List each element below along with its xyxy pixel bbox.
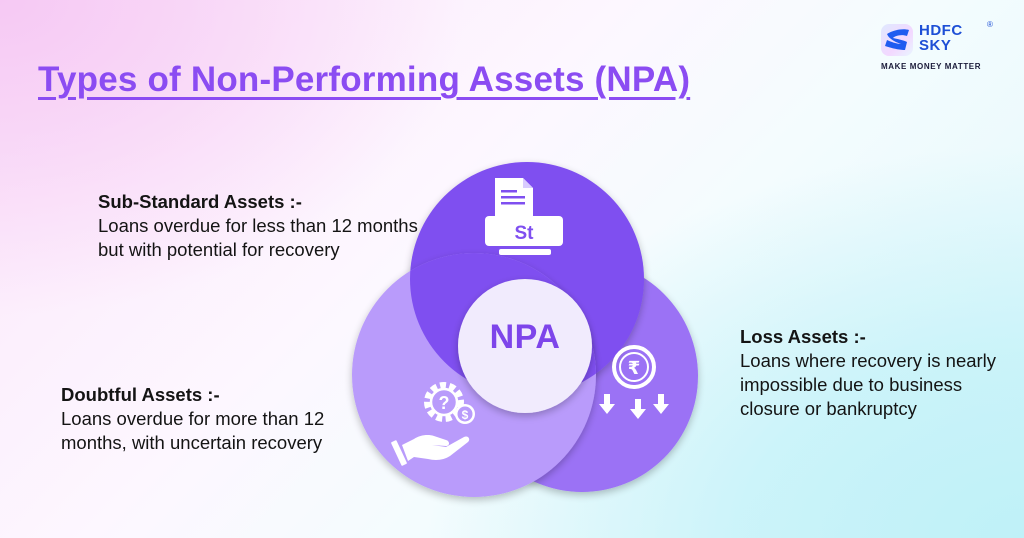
brand-tagline: MAKE MONEY MATTER bbox=[881, 62, 982, 71]
npa-center-label: NPA bbox=[489, 318, 561, 356]
hdfc-sky-logo: HDFC SKY ® MAKE MONEY MATTER bbox=[881, 20, 1011, 77]
doubtful-assets-circle bbox=[352, 253, 596, 497]
loss-assets-circle bbox=[466, 260, 698, 492]
gear-question-dollar-hand-icon: ? $ bbox=[391, 382, 475, 466]
svg-text:?: ? bbox=[439, 393, 450, 413]
sub-standard-assets-heading: Sub-Standard Assets :- bbox=[98, 191, 302, 212]
svg-text:₹: ₹ bbox=[628, 358, 641, 379]
logo-line-1: HDFC bbox=[919, 22, 963, 39]
svg-text:$: $ bbox=[462, 408, 469, 422]
sub-standard-assets-description: Sub-Standard Assets :- Loans overdue for… bbox=[98, 190, 418, 262]
hdfc-sky-swoosh-icon bbox=[881, 24, 913, 56]
loss-assets-heading: Loss Assets :- bbox=[740, 326, 866, 347]
loss-assets-text: Loans where recovery is nearly impossibl… bbox=[740, 350, 997, 419]
doubtful-assets-text: Loans overdue for more than 12 months, w… bbox=[61, 408, 325, 453]
logo-line-2: SKY bbox=[919, 37, 952, 54]
sub-standard-assets-text: Loans overdue for less than 12 months bu… bbox=[98, 215, 418, 260]
sub-standard-assets-circle bbox=[410, 162, 644, 396]
loss-assets-description: Loss Assets :- Loans where recovery is n… bbox=[740, 325, 1000, 421]
svg-text:St: St bbox=[515, 223, 535, 244]
registered-mark: ® bbox=[987, 20, 993, 29]
document-st-icon: St bbox=[485, 178, 563, 255]
doubtful-assets-heading: Doubtful Assets :- bbox=[61, 384, 220, 405]
rupee-down-arrows-icon: ₹ bbox=[599, 345, 669, 419]
doubtful-assets-description: Doubtful Assets :- Loans overdue for mor… bbox=[61, 383, 361, 455]
page-title: Types of Non-Performing Assets (NPA) bbox=[38, 60, 691, 99]
logo-wordmark: HDFC SKY bbox=[919, 23, 963, 53]
